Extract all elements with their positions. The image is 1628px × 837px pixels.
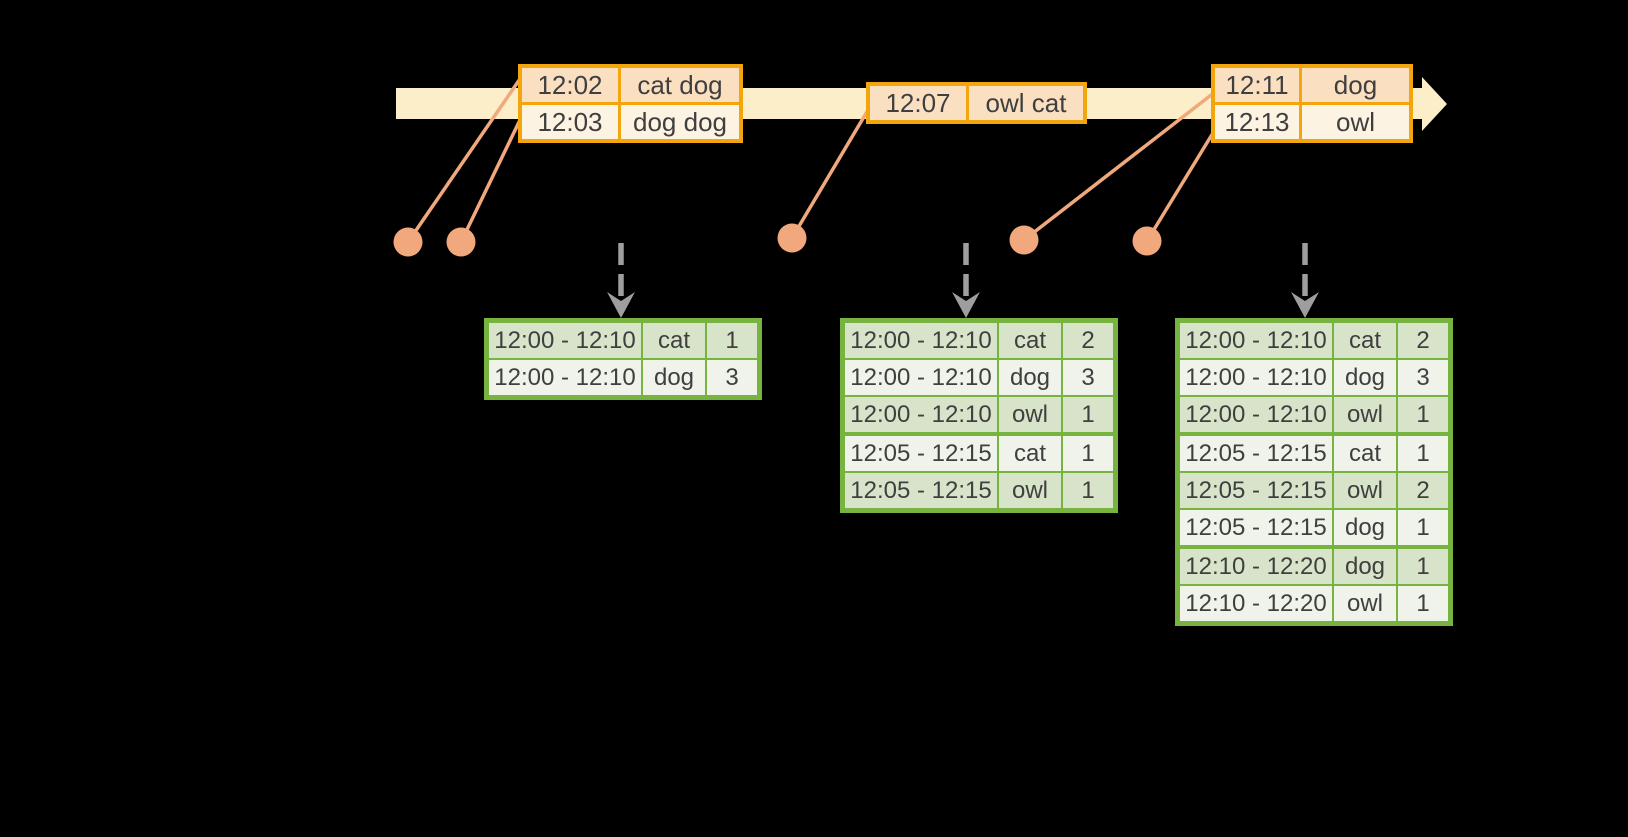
table-cell: 12:05 - 12:15 — [841, 432, 999, 473]
table-cell: 12:00 - 12:10 — [841, 358, 999, 397]
table-cell: dog — [1332, 358, 1398, 397]
table-cell: dog — [641, 358, 707, 399]
table-cell: 2 — [1396, 471, 1452, 510]
table-cell: cat dog — [618, 64, 743, 105]
table-cell: 12:05 - 12:15 — [1176, 471, 1334, 510]
table-cell: dog dog — [618, 102, 743, 143]
connector-line — [459, 119, 522, 243]
table-cell: 12:00 - 12:10 — [1176, 319, 1334, 360]
table-cell: 12:00 - 12:10 — [485, 319, 643, 360]
table-cell: 1 — [1061, 395, 1117, 435]
table-cell: 1 — [1061, 471, 1117, 512]
table-cell: 12:13 — [1211, 102, 1302, 143]
event-dot-icon — [393, 227, 423, 257]
table-cell: dog — [1332, 508, 1398, 548]
table-cell: owl — [997, 471, 1063, 512]
timeline-arrowhead-icon — [1422, 77, 1447, 131]
table-cell: 3 — [1061, 358, 1117, 397]
table-cell: 12:11 — [1211, 64, 1302, 105]
table-cell: 12:10 - 12:20 — [1176, 584, 1334, 625]
table-cell: 1 — [705, 319, 761, 360]
table-cell: 12:05 - 12:15 — [841, 471, 999, 512]
table-cell: 1 — [1396, 432, 1452, 473]
event-dot-icon — [1009, 225, 1039, 255]
table-cell: 1 — [1396, 508, 1452, 548]
table-cell: cat — [997, 319, 1063, 360]
table-cell: 12:00 - 12:10 — [485, 358, 643, 399]
table-cell: owl — [997, 395, 1063, 435]
table-cell: 2 — [1061, 319, 1117, 360]
event-dot-icon — [777, 223, 807, 253]
table-cell: 12:00 - 12:10 — [1176, 395, 1334, 435]
table-cell: dog — [1299, 64, 1413, 105]
table-cell: 12:02 — [518, 64, 621, 105]
table-cell: cat — [997, 432, 1063, 473]
table-cell: 1 — [1061, 432, 1117, 473]
table-cell: 12:00 - 12:10 — [841, 319, 999, 360]
trigger-arrowhead-icon — [952, 292, 980, 318]
trigger-arrowhead-icon — [1291, 292, 1319, 318]
table-cell: owl — [1332, 395, 1398, 435]
table-cell: 1 — [1396, 545, 1452, 586]
table-cell: 12:03 — [518, 102, 621, 143]
table-cell: 12:10 - 12:20 — [1176, 545, 1334, 586]
table-cell: owl cat — [966, 82, 1087, 124]
table-cell: 12:05 - 12:15 — [1176, 432, 1334, 473]
table-cell: cat — [641, 319, 707, 360]
event-dot-icon — [1132, 226, 1162, 256]
table-cell: owl — [1332, 471, 1398, 510]
table-cell: 12:00 - 12:10 — [1176, 358, 1334, 397]
connector-line — [790, 109, 870, 239]
event-dot-icon — [446, 227, 476, 257]
table-cell: owl — [1299, 102, 1413, 143]
connector-line — [1145, 127, 1218, 242]
table-cell: 2 — [1396, 319, 1452, 360]
table-cell: 1 — [1396, 395, 1452, 435]
table-cell: 12:00 - 12:10 — [841, 395, 999, 435]
table-cell: 3 — [1396, 358, 1452, 397]
table-cell: owl — [1332, 584, 1398, 625]
table-cell: cat — [1332, 319, 1398, 360]
table-cell: 3 — [705, 358, 761, 399]
trigger-arrowhead-icon — [607, 292, 635, 318]
table-cell: 12:05 - 12:15 — [1176, 508, 1334, 548]
table-cell: cat — [1332, 432, 1398, 473]
table-cell: 1 — [1396, 584, 1452, 625]
table-cell: 12:07 — [866, 82, 969, 124]
table-cell: dog — [997, 358, 1063, 397]
table-cell: dog — [1332, 545, 1398, 586]
